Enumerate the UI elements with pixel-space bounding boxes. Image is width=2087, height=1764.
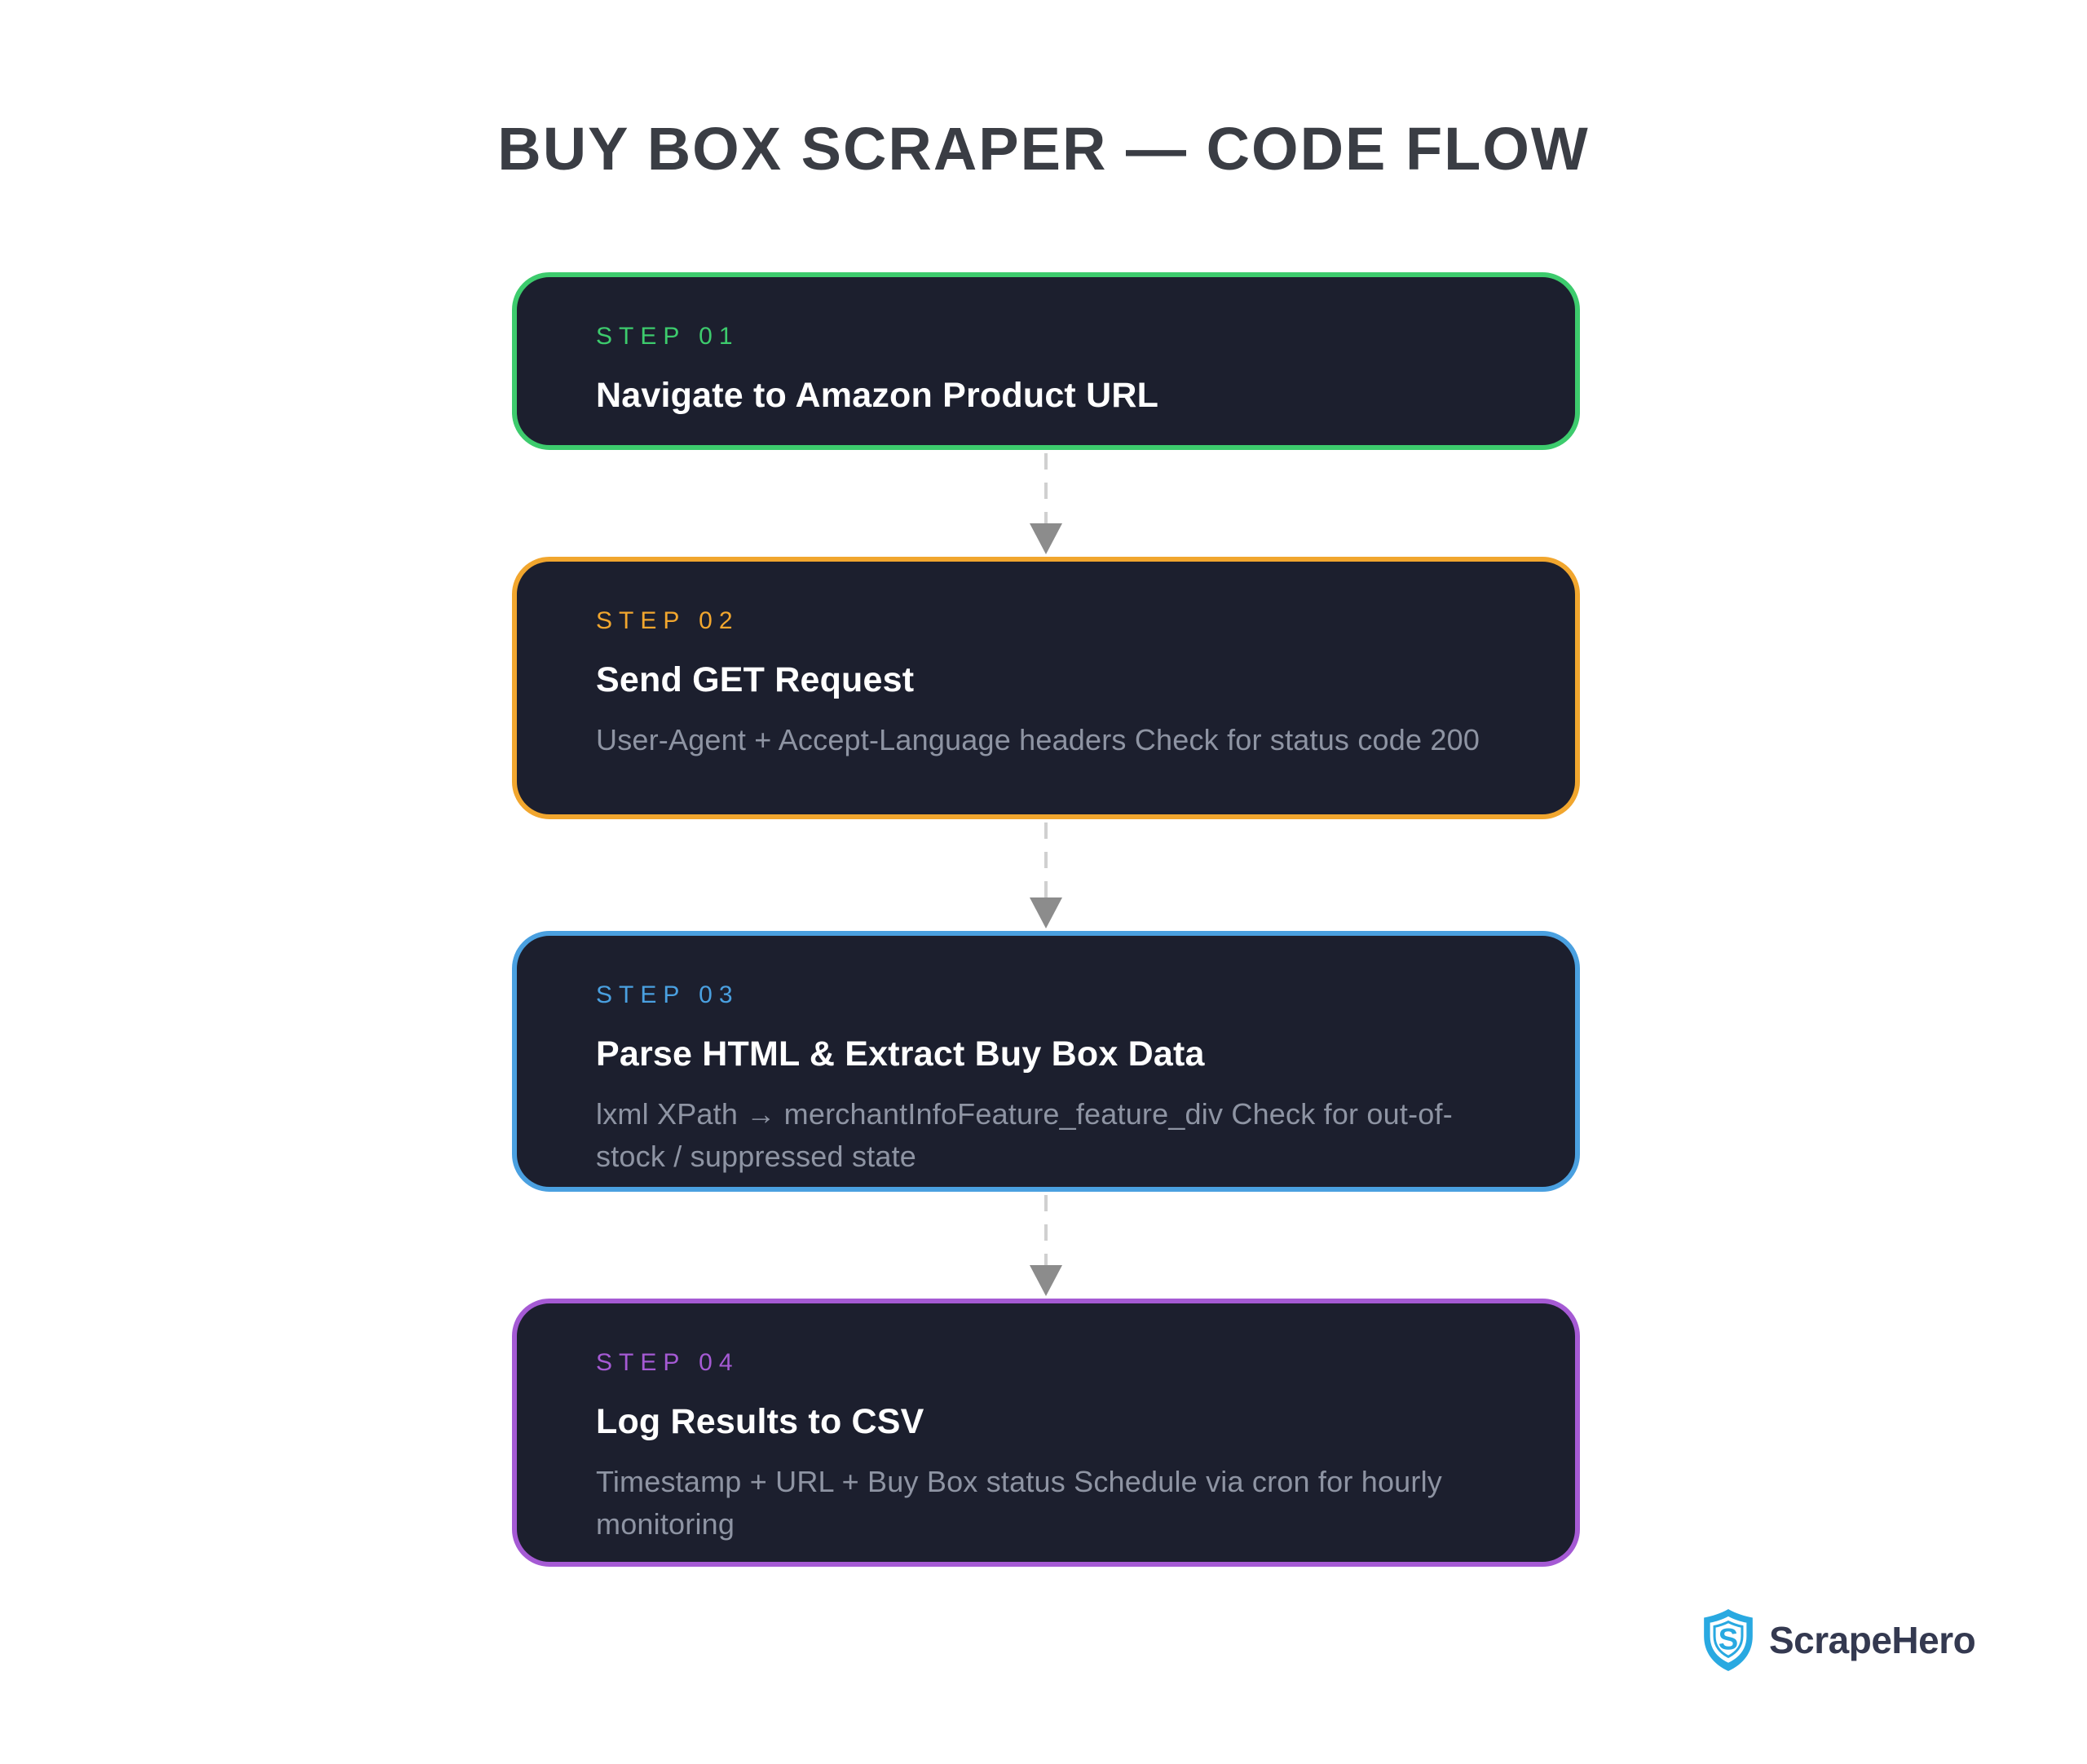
step-label-3: STEP 03 — [596, 981, 739, 1008]
arrow-down-icon — [1030, 897, 1062, 928]
step-card-4: STEP 04 Log Results to CSV Timestamp + U… — [512, 1299, 1580, 1567]
step-card-1: STEP 01 Navigate to Amazon Product URL — [512, 272, 1580, 450]
step-card-2: STEP 02 Send GET Request User-Agent + Ac… — [512, 557, 1580, 819]
dashed-line — [1044, 453, 1048, 523]
step-title-3: Parse HTML & Extract Buy Box Data — [596, 1034, 1205, 1074]
flow-connector-3 — [1029, 1195, 1063, 1296]
step-title-1: Navigate to Amazon Product URL — [596, 376, 1159, 415]
shield-icon: S — [1704, 1609, 1753, 1671]
scrapehero-logo: S ScrapeHero — [1701, 1607, 1976, 1673]
arrow-down-icon — [1030, 1265, 1062, 1296]
step-card-3: STEP 03 Parse HTML & Extract Buy Box Dat… — [512, 931, 1580, 1192]
dashed-line — [1044, 1195, 1048, 1265]
flow-connector-1 — [1029, 453, 1063, 554]
flow-connector-2 — [1029, 822, 1063, 928]
step-title-2: Send GET Request — [596, 660, 915, 699]
logo-text: ScrapeHero — [1769, 1619, 1976, 1661]
step-title-4: Log Results to CSV — [596, 1402, 924, 1441]
step-label-4: STEP 04 — [596, 1349, 739, 1376]
arrow-down-icon — [1030, 523, 1062, 554]
step-label-1: STEP 01 — [596, 323, 739, 350]
step-label-2: STEP 02 — [596, 607, 739, 634]
svg-text:S: S — [1719, 1623, 1738, 1656]
step-subtitle-4: Timestamp + URL + Buy Box status Schedul… — [596, 1464, 1442, 1541]
page-title: BUY BOX SCRAPER — CODE FLOW — [497, 115, 1590, 183]
dashed-line — [1044, 822, 1048, 897]
step-subtitle-3: lxml XPath → merchantInfoFeature_feature… — [596, 1096, 1453, 1173]
step-subtitle-2: User-Agent + Accept-Language headers Che… — [596, 722, 1480, 756]
